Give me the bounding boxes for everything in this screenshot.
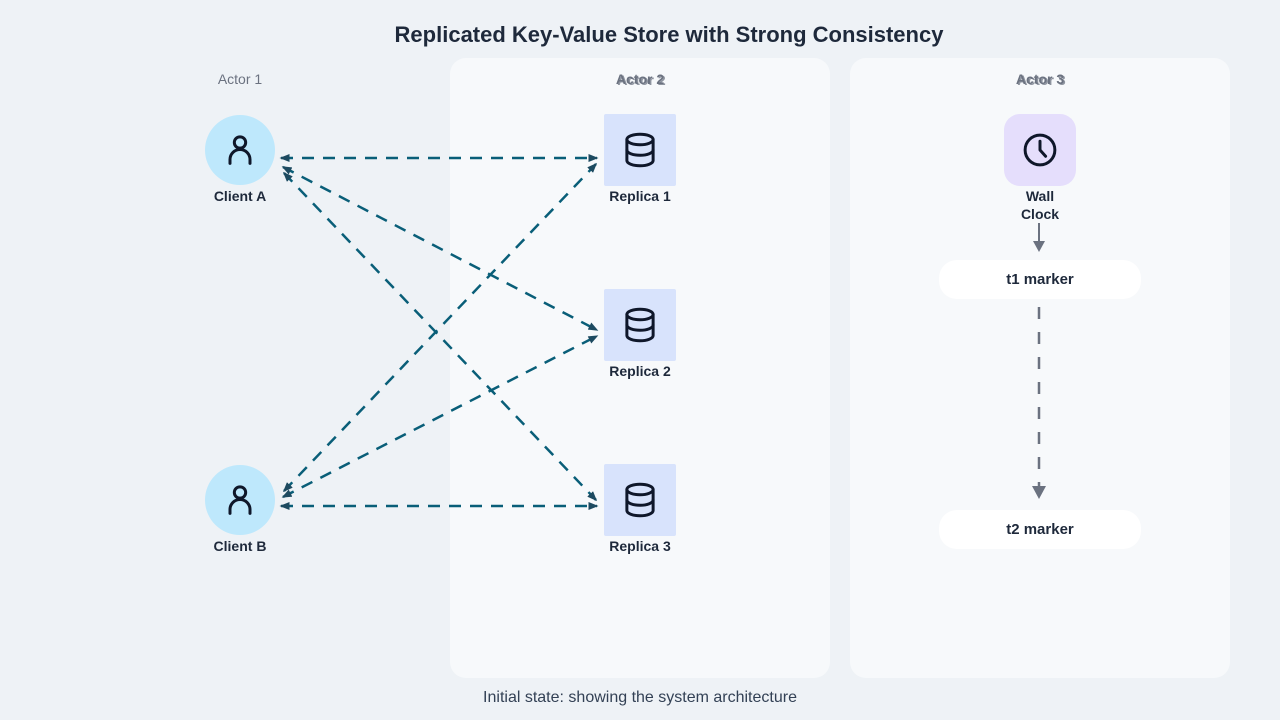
node-replica-3[interactable]: [604, 464, 676, 536]
t1-marker-pill[interactable]: t1 marker: [939, 260, 1141, 299]
node-client-b[interactable]: [205, 465, 275, 535]
t2-marker-pill[interactable]: t2 marker: [939, 510, 1141, 549]
node-replica-1[interactable]: [604, 114, 676, 186]
replica-2-label: Replica 2: [609, 363, 671, 379]
database-icon: [625, 482, 655, 518]
database-icon: [625, 307, 655, 343]
replica-3-label: Replica 3: [609, 538, 671, 554]
lane-label-actor-3: Actor 3: [1015, 71, 1065, 87]
state-caption: Initial state: showing the system archit…: [483, 689, 797, 706]
person-icon: [228, 135, 252, 165]
wall-clock-label: Wall Clock: [1020, 188, 1060, 222]
node-replica-2[interactable]: [604, 289, 676, 361]
lane-label-actor-1: Actor 1: [217, 71, 263, 87]
replica-1-label: Replica 1: [609, 188, 671, 204]
database-icon: [625, 132, 655, 168]
lane-label-actor-2: Actor 2: [615, 71, 665, 87]
node-wall-clock[interactable]: [1004, 114, 1076, 186]
client-b-label: Client B: [213, 538, 267, 554]
clock-icon: [1023, 133, 1057, 167]
node-client-a[interactable]: [205, 115, 275, 185]
diagram-title: Replicated Key-Value Store with Strong C…: [394, 22, 944, 47]
client-a-label: Client A: [213, 188, 267, 204]
person-icon: [228, 485, 252, 515]
